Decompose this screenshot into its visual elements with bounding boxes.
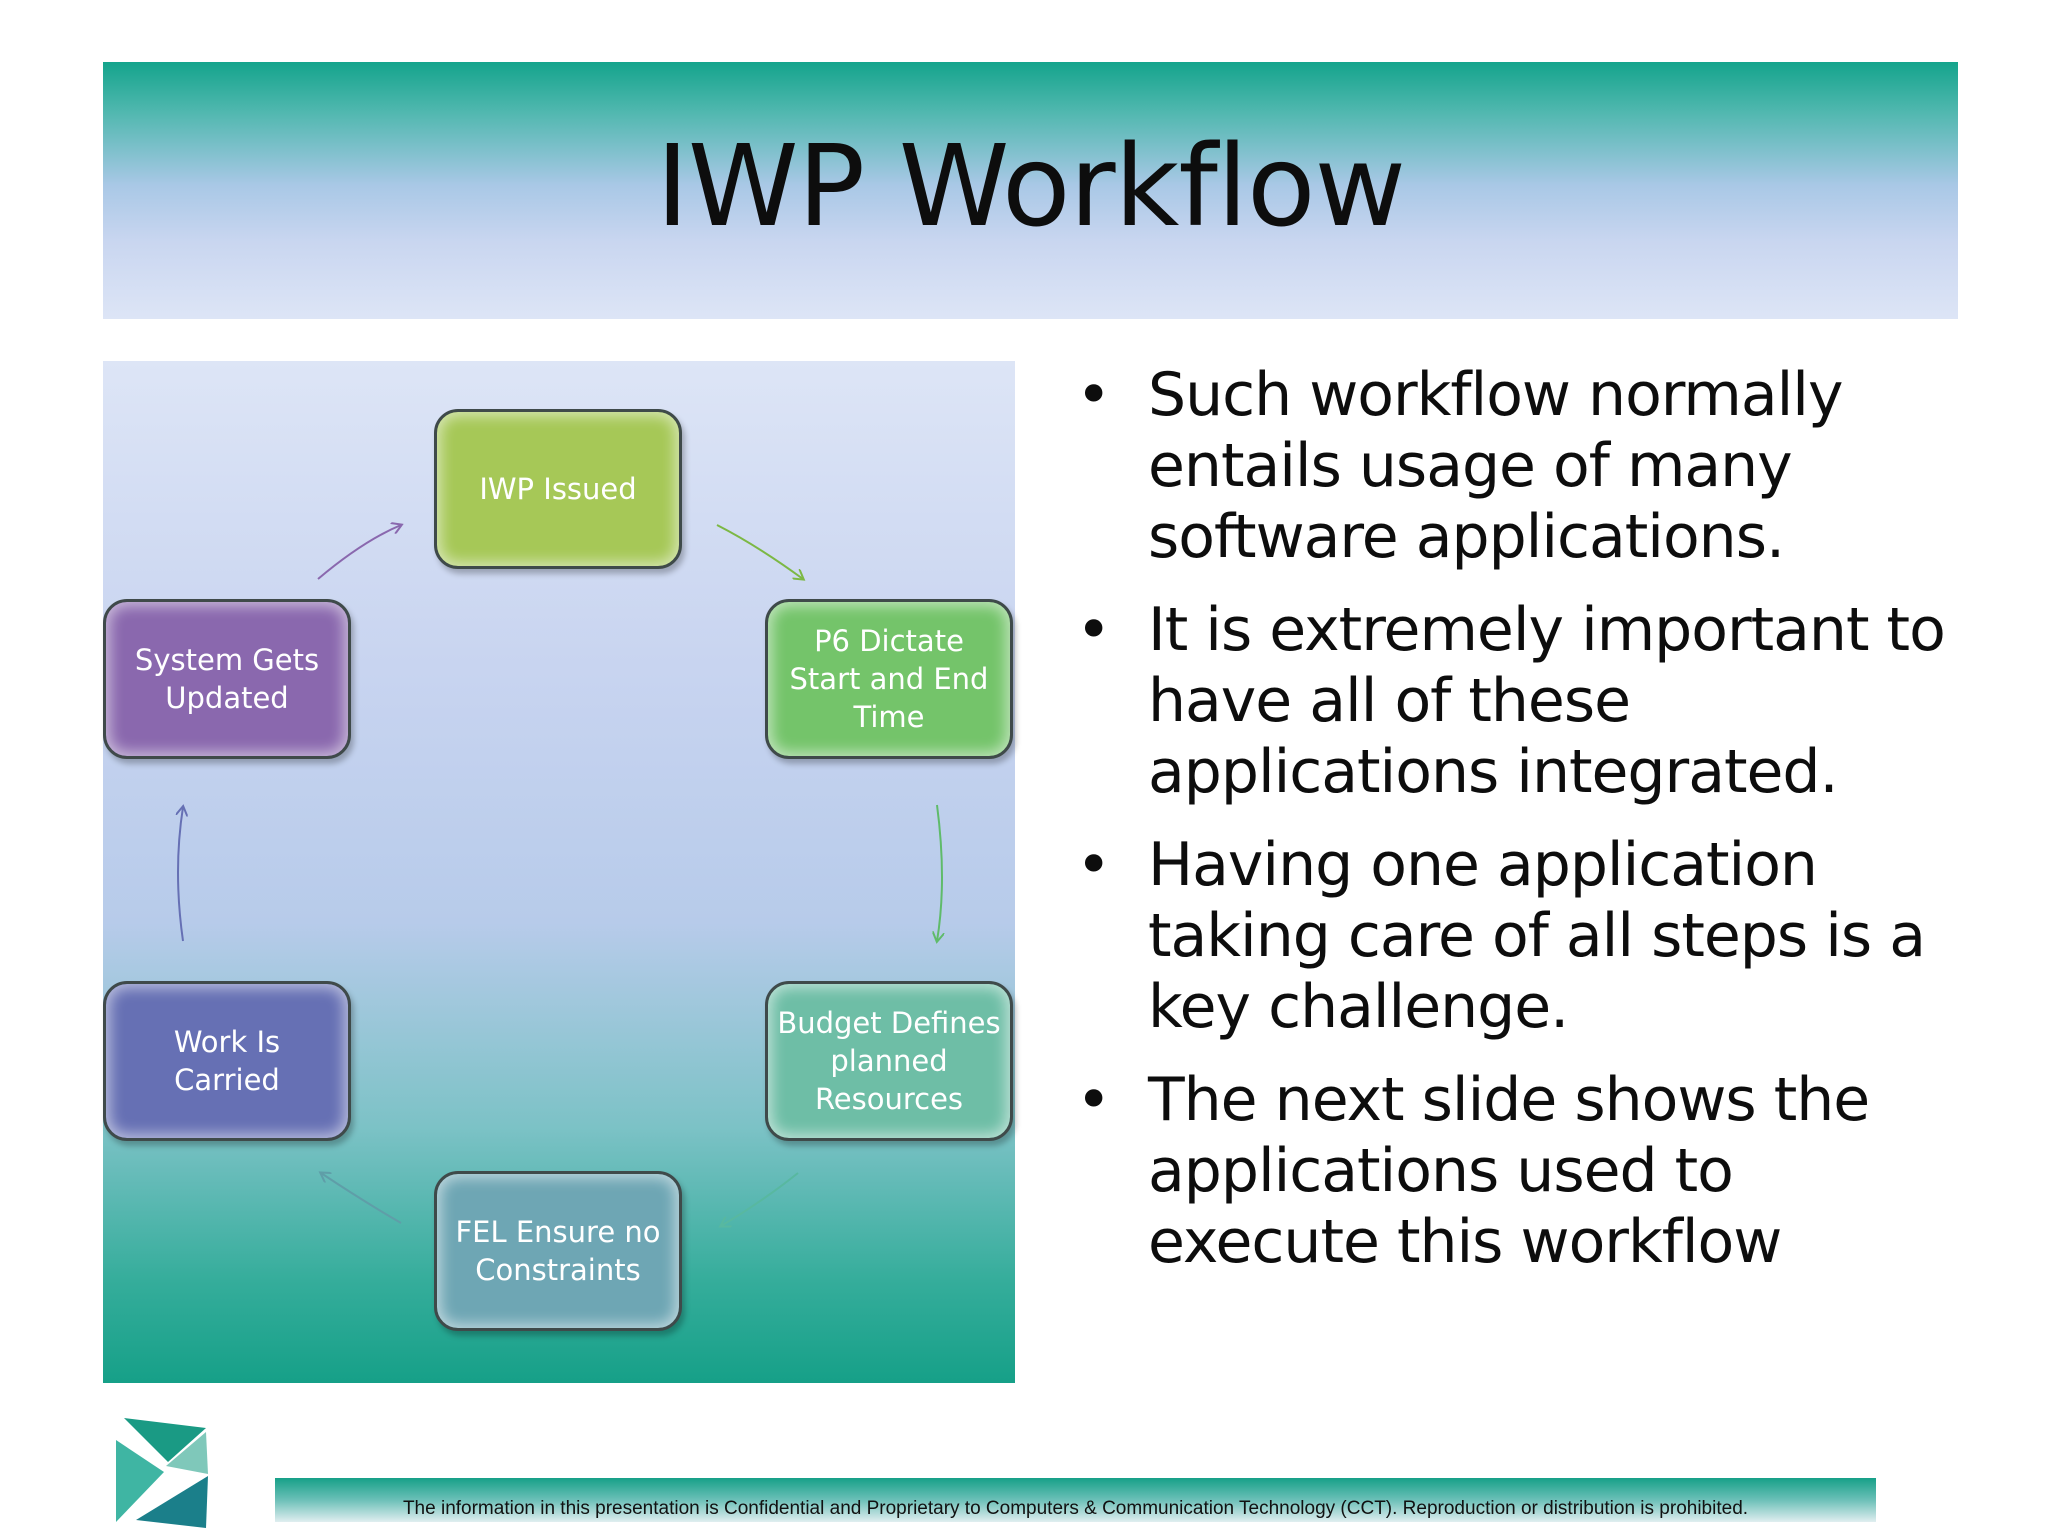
bullet-item: • Such workflow normally entails usage of… — [1068, 360, 1968, 573]
footer-disclaimer: The information in this presentation is … — [402, 1498, 1749, 1519]
bullet-text: It is extremely important to have all of… — [1148, 595, 1946, 807]
workflow-arrows — [103, 361, 1015, 1383]
arrow-fel-to-work — [321, 1173, 402, 1224]
bullet-dot-icon: • — [1076, 830, 1111, 900]
bullet-item: • The next slide shows the applications u… — [1068, 1065, 1968, 1278]
bullet-dot-icon: • — [1076, 360, 1111, 430]
node-fel-ensure-label: FEL Ensure no Constraints — [455, 1215, 661, 1287]
cct-logo-icon — [106, 1410, 216, 1535]
bullet-item: • It is extremely important to have all o… — [1068, 595, 1968, 808]
bullet-text: The next slide shows the applications us… — [1148, 1065, 1870, 1277]
arrow-budget-to-fel — [721, 1172, 799, 1226]
arrow-work-to-system — [178, 807, 183, 942]
node-fel-ensure: FEL Ensure no Constraints — [434, 1171, 682, 1331]
node-budget-defines: Budget Defines planned Resources — [765, 981, 1013, 1141]
workflow-diagram: IWP Issued P6 Dictate Start and End Time… — [103, 361, 1015, 1383]
footer-bar: The information in this presentation is … — [275, 1478, 1876, 1522]
node-p6-dictate: P6 Dictate Start and End Time — [765, 599, 1013, 759]
node-budget-defines-label: Budget Defines planned Resources — [777, 1006, 1001, 1116]
node-work-carried-label: Work Is Carried — [173, 1025, 281, 1097]
node-system-updated-label: System Gets Updated — [134, 643, 320, 715]
node-iwp-issued-label: IWP Issued — [479, 472, 637, 506]
bullet-item: • Having one application taking care of a… — [1068, 830, 1968, 1043]
bullet-dot-icon: • — [1076, 1065, 1111, 1135]
node-p6-dictate-label: P6 Dictate Start and End Time — [789, 624, 989, 734]
bullet-text: Having one application taking care of al… — [1148, 830, 1926, 1042]
arrow-system-to-iwp — [317, 525, 401, 580]
bullet-text: Such workflow normally entails usage of … — [1148, 360, 1843, 572]
node-work-carried: Work Is Carried — [103, 981, 351, 1141]
slide-title: IWP Workflow — [655, 121, 1406, 252]
node-system-updated: System Gets Updated — [103, 599, 351, 759]
bullet-dot-icon: • — [1076, 595, 1111, 665]
arrow-p6-to-budget — [937, 804, 942, 941]
arrow-iwp-to-p6 — [716, 524, 803, 579]
node-iwp-issued: IWP Issued — [434, 409, 682, 569]
bullet-list: • Such workflow normally entails usage of… — [1068, 360, 1968, 1300]
title-banner: IWP Workflow — [103, 62, 1958, 319]
